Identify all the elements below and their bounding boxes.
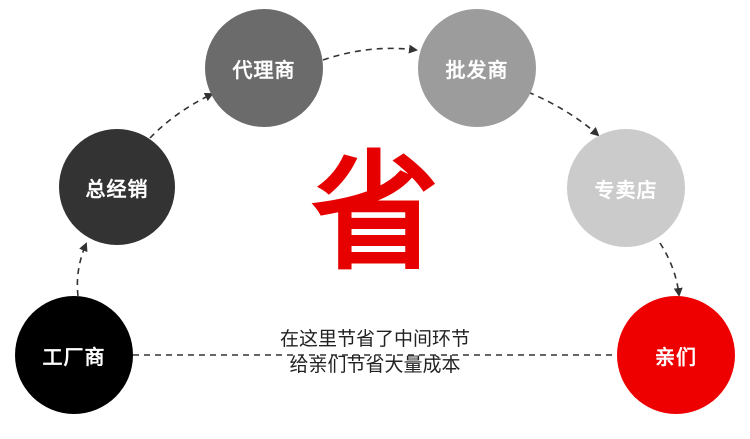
arrow-factory-to-gm <box>76 242 88 297</box>
node-factory-label: 工厂商 <box>42 344 106 369</box>
save-character: 省 <box>310 139 439 288</box>
arrow-wholesaler-to-store <box>527 91 600 137</box>
node-wholesaler: 批发商 <box>418 9 536 127</box>
node-general-manager-label: 总经销 <box>85 176 149 201</box>
node-agent-label: 代理商 <box>232 57 296 82</box>
node-you-label: 亲们 <box>655 344 697 369</box>
caption: 在这里节省了中间环节 给亲们节省大量成本 <box>200 326 550 378</box>
node-agent: 代理商 <box>205 9 323 127</box>
node-you: 亲们 <box>617 296 735 414</box>
caption-line-1: 在这里节省了中间环节 <box>279 328 470 350</box>
node-store-label: 专卖店 <box>594 177 658 202</box>
node-factory: 工厂商 <box>15 296 133 414</box>
node-general-manager: 总经销 <box>59 129 175 245</box>
caption-line-2: 给亲们节省大量成本 <box>289 354 461 376</box>
node-store: 专卖店 <box>567 129 685 247</box>
arrow-agent-to-wholesaler <box>322 44 418 61</box>
arrow-store-to-you <box>659 242 683 297</box>
arrow-gm-to-agent <box>149 93 214 139</box>
node-wholesaler-label: 批发商 <box>445 57 509 82</box>
